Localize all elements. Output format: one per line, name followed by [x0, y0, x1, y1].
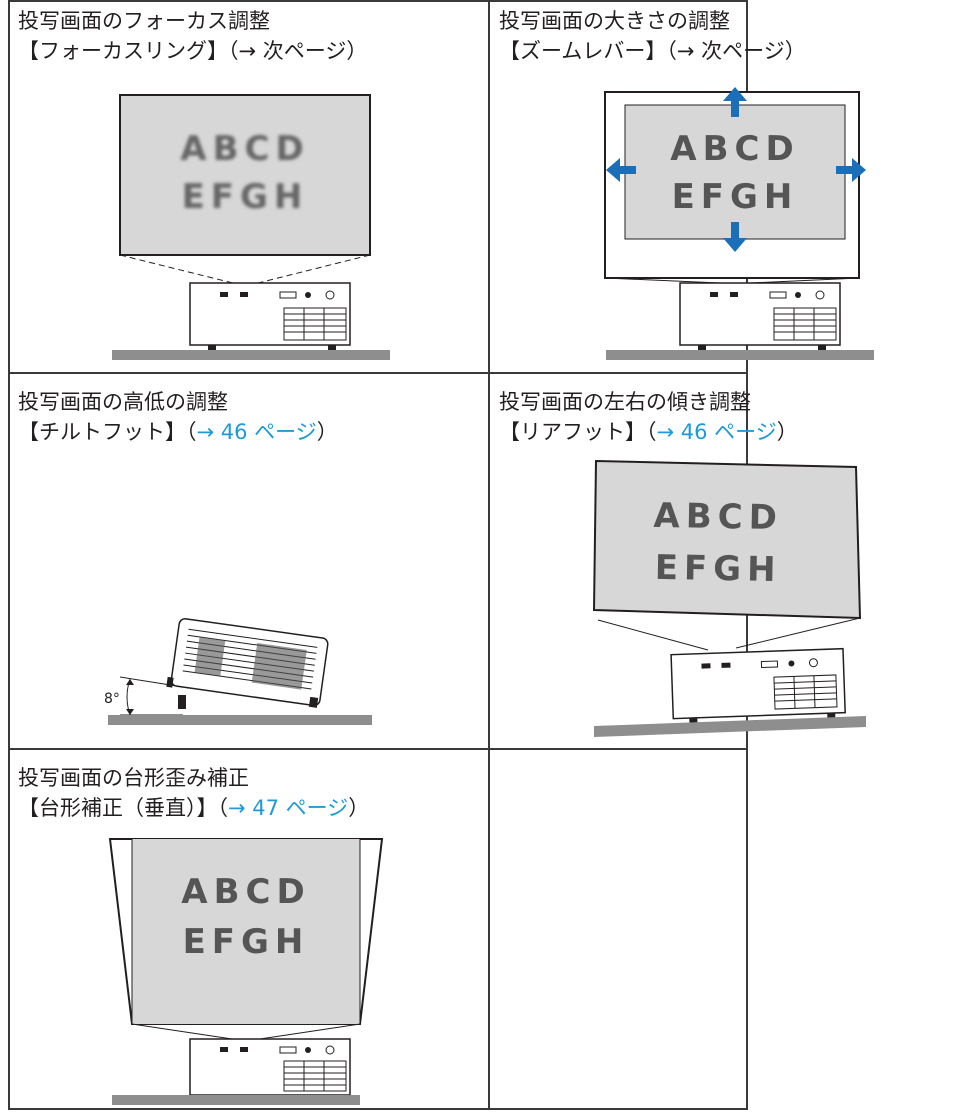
screen-text-row2: EFGH — [183, 922, 310, 962]
beam-left — [604, 277, 721, 284]
title-line-2: 【チルトフット】（→ 46 ページ） — [18, 417, 338, 447]
screen-text-row2: EFGH — [654, 548, 782, 590]
title-line-1: 投写画面の高低の調整 — [18, 390, 228, 414]
panel-title: 投写画面の大きさの調整 【ズームレバー】（→ 次ページ） — [499, 6, 806, 66]
panel-tilt: 投写画面の左右の傾き調整 【リアフット】（→ 46 ページ） — [489, 373, 798, 749]
title-bracket: 【フォーカスリング】（ — [18, 39, 239, 63]
corrected-screen — [132, 839, 360, 1024]
projected-screen — [624, 104, 846, 240]
title-bracket: 【ズームレバー】（ — [499, 39, 677, 63]
projector-front — [189, 1038, 351, 1096]
beam-right — [735, 617, 861, 649]
floor — [606, 350, 874, 360]
grid-divider-row2 — [8, 748, 748, 750]
projector-front — [679, 282, 841, 350]
title-line-2: 【フォーカスリング】（→ 次ページ） — [18, 36, 367, 66]
beam-left — [597, 619, 709, 651]
title-line-2: 【台形補正（垂直）】（→ 47 ページ） — [18, 793, 369, 823]
screen-text-row2: EFGH — [182, 177, 309, 217]
tilt-illustration: ABCD EFGH — [592, 459, 866, 737]
title-line-2: 【ズームレバー】（→ 次ページ） — [499, 36, 806, 66]
panel-size: 投写画面の大きさの調整 【ズームレバー】（→ 次ページ） — [489, 0, 806, 373]
page-link[interactable]: → 47 ページ — [228, 796, 349, 820]
screen-text-row1: ABCD — [653, 496, 783, 538]
screen-text-row1: ABCD — [181, 872, 310, 912]
projector-front — [670, 647, 846, 725]
beam-left — [131, 1023, 233, 1040]
title-ref: → 次ページ） — [676, 39, 806, 63]
floor — [108, 715, 372, 725]
title-ref: ） — [316, 420, 338, 444]
panel-empty — [489, 749, 748, 1110]
panel-focus: 投写画面のフォーカス調整 【フォーカスリング】（→ 次ページ） ABCD EFG… — [8, 0, 489, 373]
arrow-down-icon — [723, 222, 747, 252]
title-line-1: 投写画面の左右の傾き調整 — [499, 390, 751, 414]
grid-border-bottom — [8, 1108, 748, 1110]
angle-arrow-up-icon — [126, 679, 134, 685]
grid-border-left — [8, 0, 10, 1110]
title-ref: ） — [776, 420, 798, 444]
angle-label: 8° — [104, 691, 120, 707]
title-line-1: 投写画面の大きさの調整 — [499, 9, 730, 33]
floor — [112, 1095, 360, 1105]
arrow-up-icon — [723, 87, 747, 117]
keystone-illustration: ABCD EFGH — [108, 838, 384, 1105]
title-ref: → 次ページ） — [238, 39, 368, 63]
beam-right — [259, 1023, 361, 1040]
arrow-right-icon — [836, 158, 866, 182]
zoom-arrows — [606, 87, 866, 252]
grid-border-top — [8, 0, 748, 2]
projected-screen — [119, 94, 371, 256]
panel-keystone: 投写画面の台形歪み補正 【台形補正（垂直）】（→ 47 ページ） ABCD EF… — [8, 749, 489, 1110]
grid-divider-vertical — [488, 0, 490, 1110]
screen-text-row1: ABCD — [180, 129, 309, 169]
title-line-1: 投写画面の台形歪み補正 — [18, 766, 249, 790]
floor — [112, 350, 390, 360]
adjustment-grid: 投写画面のフォーカス調整 【フォーカスリング】（→ 次ページ） ABCD EFG… — [8, 0, 874, 1110]
panel-title: 投写画面の台形歪み補正 【台形補正（垂直）】（→ 47 ページ） — [18, 763, 369, 823]
screen-text-row2: EFGH — [672, 177, 799, 217]
grid-divider-row1 — [8, 372, 748, 374]
tilted-screen — [592, 459, 862, 620]
title-line-1: 投写画面のフォーカス調整 — [18, 9, 270, 33]
title-ref: ） — [348, 796, 370, 820]
panel-title: 投写画面のフォーカス調整 【フォーカスリング】（→ 次ページ） — [18, 6, 367, 66]
arrow-left-icon — [606, 158, 636, 182]
title-bracket: 【台形補正（垂直）】（ — [18, 796, 228, 820]
panel-title: 投写画面の左右の傾き調整 【リアフット】（→ 46 ページ） — [499, 387, 798, 447]
size-illustration: ABCD EFGH — [604, 87, 874, 360]
focus-illustration: ABCD EFGH — [112, 94, 390, 360]
page-link[interactable]: → 46 ページ — [656, 420, 777, 444]
floor-tilted — [594, 716, 866, 737]
panel-title: 投写画面の高低の調整 【チルトフット】（→ 46 ページ） — [18, 387, 338, 447]
height-illustration: 8° — [104, 618, 372, 725]
page-link[interactable]: → 46 ページ — [196, 420, 317, 444]
projector-front — [189, 282, 351, 350]
title-bracket: 【リアフット】（ — [499, 420, 657, 444]
screen-text-row1: ABCD — [670, 129, 799, 169]
angle-arrow-down-icon — [126, 709, 134, 715]
title-bracket: 【チルトフット】（ — [18, 420, 197, 444]
beam-right — [749, 277, 860, 284]
tilt-foot — [178, 695, 186, 709]
angle-line — [119, 676, 184, 688]
panel-height: 投写画面の高低の調整 【チルトフット】（→ 46 ページ） 8° — [8, 373, 489, 749]
title-line-2: 【リアフット】（→ 46 ページ） — [499, 417, 798, 447]
